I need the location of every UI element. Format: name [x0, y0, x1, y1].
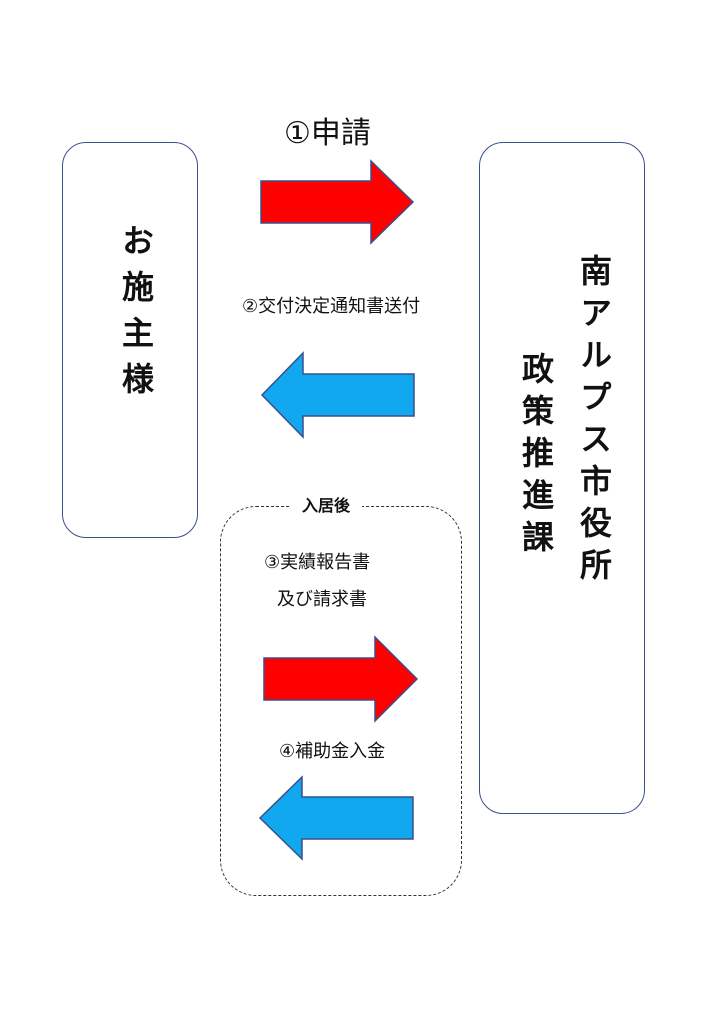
- step3-label-line2: 及び請求書: [277, 589, 367, 610]
- arrow-right-shape: [263, 635, 419, 723]
- city-office-box: [479, 142, 645, 814]
- applicant-label: お施主様: [117, 224, 155, 408]
- report-arrow-right: [263, 635, 419, 723]
- arrow-left-shape: [258, 775, 414, 861]
- city-office-name: 南アルプス市役所: [575, 254, 613, 590]
- notice-arrow-left: [260, 351, 415, 439]
- arrow-right-shape: [260, 159, 415, 245]
- step1-label: ①申請: [284, 116, 371, 151]
- step4-label: ④補助金入金: [279, 741, 386, 762]
- arrow-left-shape: [260, 351, 415, 439]
- after-move-label: 入居後: [290, 492, 363, 516]
- application-arrow-right: [260, 159, 415, 245]
- applicant-box: [62, 142, 198, 538]
- step3-label-line1: ③実績報告書: [264, 552, 371, 573]
- subsidy-arrow-left: [258, 775, 414, 861]
- department-name: 政策推進課: [517, 352, 555, 562]
- step2-label: ②交付決定通知書送付: [242, 296, 421, 317]
